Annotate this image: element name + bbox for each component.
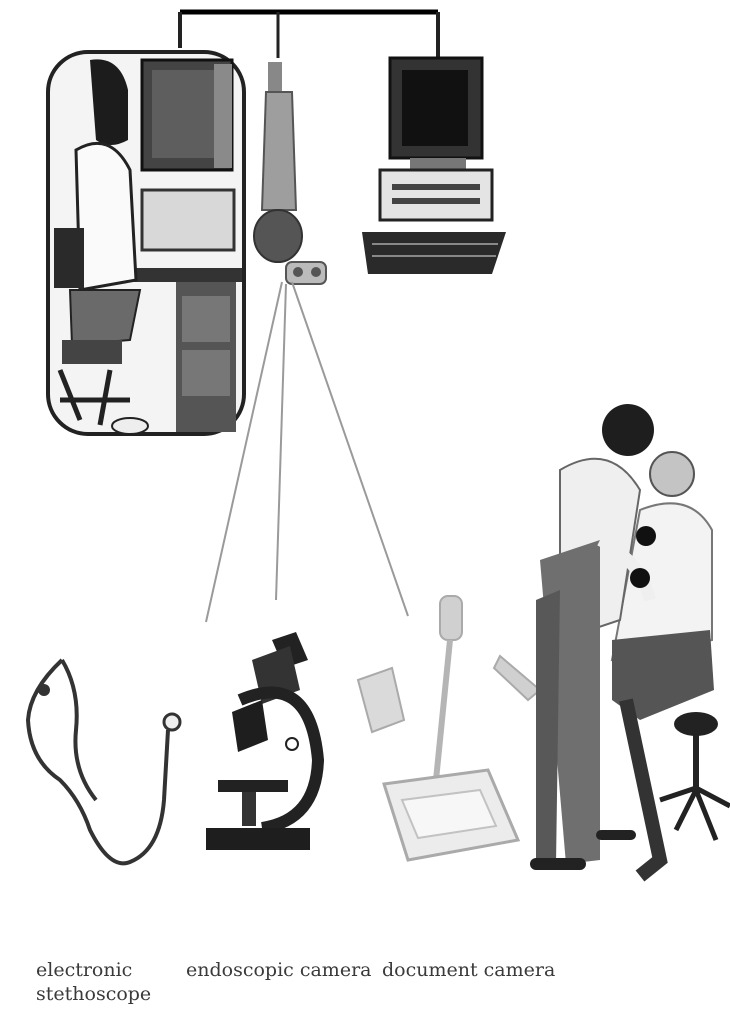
- stethoscope-icon: [28, 660, 180, 863]
- doctor-at-workstation-icon: [48, 52, 244, 434]
- document-camera-icon: [358, 596, 540, 860]
- microscope-icon: [206, 632, 318, 850]
- desktop-computer-icon: [362, 58, 506, 274]
- video-camera-on-stand-icon: [254, 62, 326, 284]
- document-camera-label: document camera: [382, 958, 555, 982]
- stethoscope-label: electronic stethoscope: [36, 958, 146, 1006]
- network-connector: [180, 12, 438, 58]
- endoscopic-camera-label: endoscopic camera: [186, 958, 371, 982]
- doctor-examining-patient-icon: [530, 404, 730, 876]
